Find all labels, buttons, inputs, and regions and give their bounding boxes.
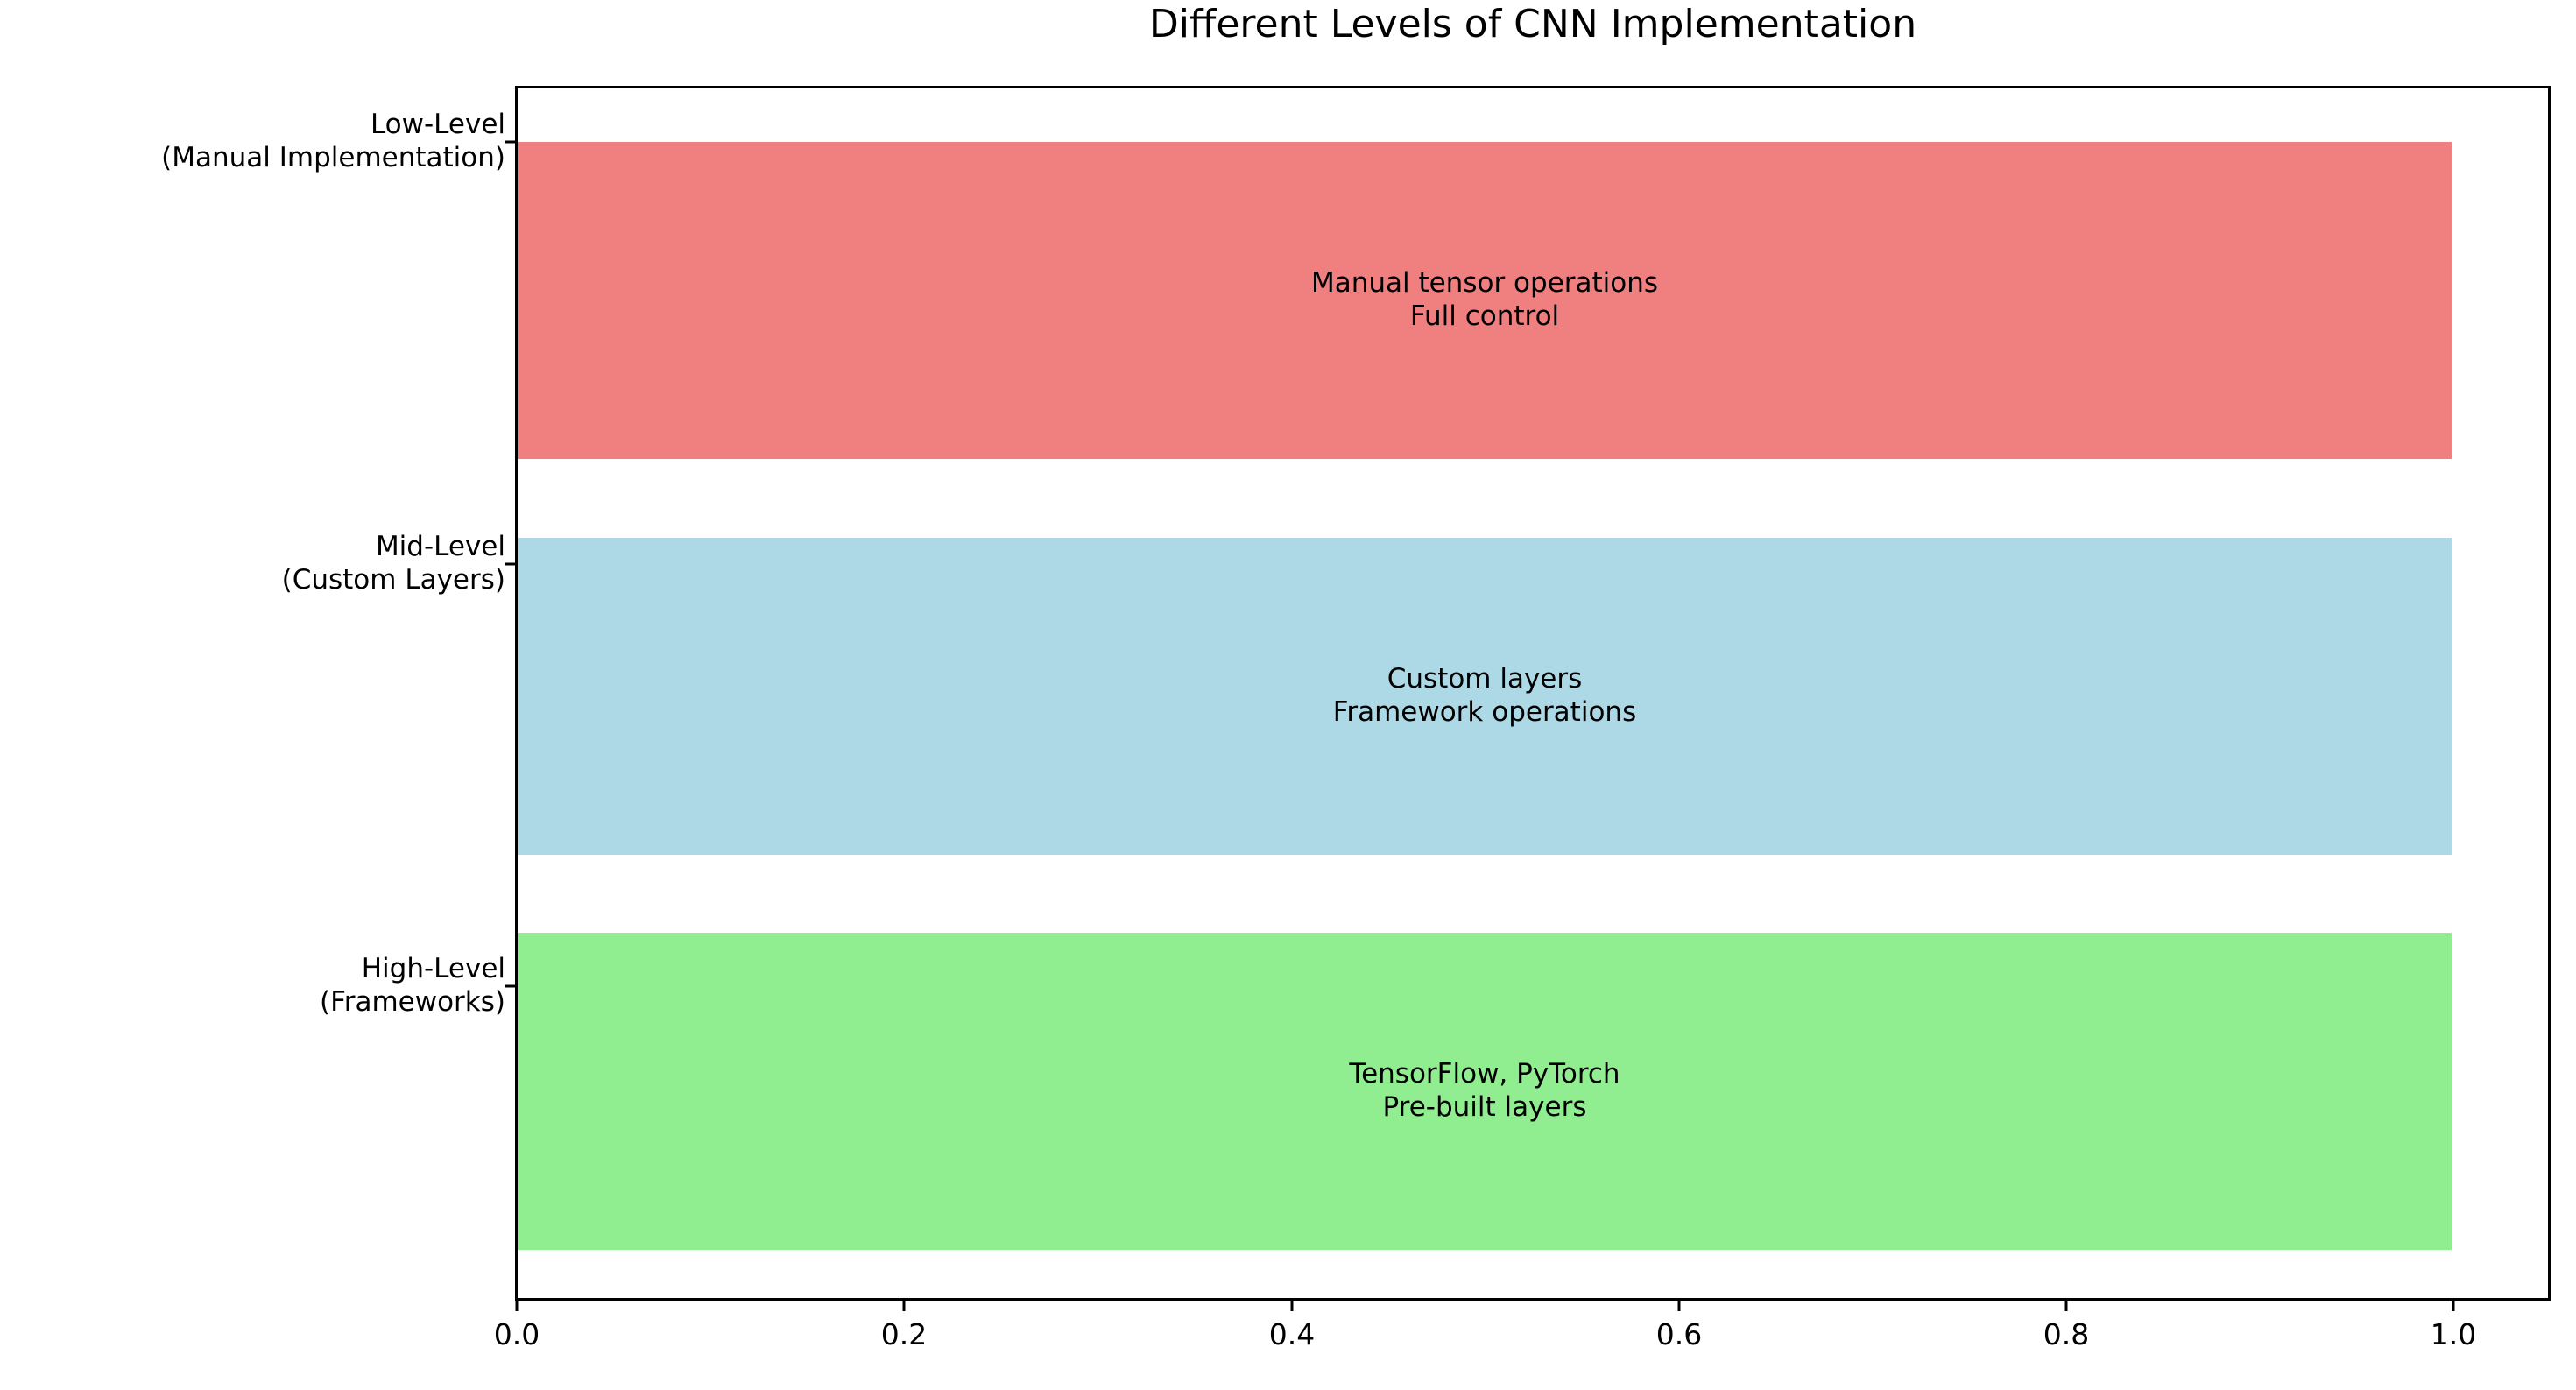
x-tick-mark-2 [1290, 1301, 1294, 1311]
x-tick-label-0: 0.0 [493, 1317, 540, 1351]
x-tick-mark-3 [1677, 1301, 1681, 1311]
bar-annotation-low-level: Manual tensor operations Full control [1310, 267, 1659, 332]
x-tick-label-2: 0.4 [1268, 1317, 1316, 1351]
bar-mid-level[interactable]: Custom layers Framework operations [518, 538, 2452, 855]
bar-low-level[interactable]: Manual tensor operations Full control [518, 142, 2452, 459]
y-tick-mark-low-level [505, 140, 515, 144]
bar-annotation-high-level: TensorFlow, PyTorch Pre-built layers [1349, 1058, 1620, 1123]
y-tick-label-mid-level: Mid-Level (Custom Layers) [281, 531, 505, 596]
plot-area: Manual tensor operations Full control Cu… [515, 86, 2551, 1301]
y-tick-mark-mid-level [505, 562, 515, 566]
y-tick-label-low-level: Low-Level (Manual Implementation) [161, 109, 505, 173]
bar-annotation-mid-level: Custom layers Framework operations [1332, 663, 1637, 728]
x-tick-label-1: 0.2 [880, 1317, 928, 1351]
y-tick-label-high-level: High-Level (Frameworks) [320, 953, 505, 1018]
x-tick-label-3: 0.6 [1655, 1317, 1703, 1351]
chart-title: Different Levels of CNN Implementation [1148, 2, 1917, 46]
bar-high-level[interactable]: TensorFlow, PyTorch Pre-built layers [518, 933, 2452, 1250]
x-tick-mark-4 [2064, 1301, 2068, 1311]
x-tick-label-4: 0.8 [2043, 1317, 2090, 1351]
x-tick-mark-5 [2452, 1301, 2455, 1311]
x-tick-mark-0 [515, 1301, 519, 1311]
y-tick-mark-high-level [505, 984, 515, 988]
x-tick-label-5: 1.0 [2430, 1317, 2477, 1351]
x-tick-mark-1 [902, 1301, 906, 1311]
